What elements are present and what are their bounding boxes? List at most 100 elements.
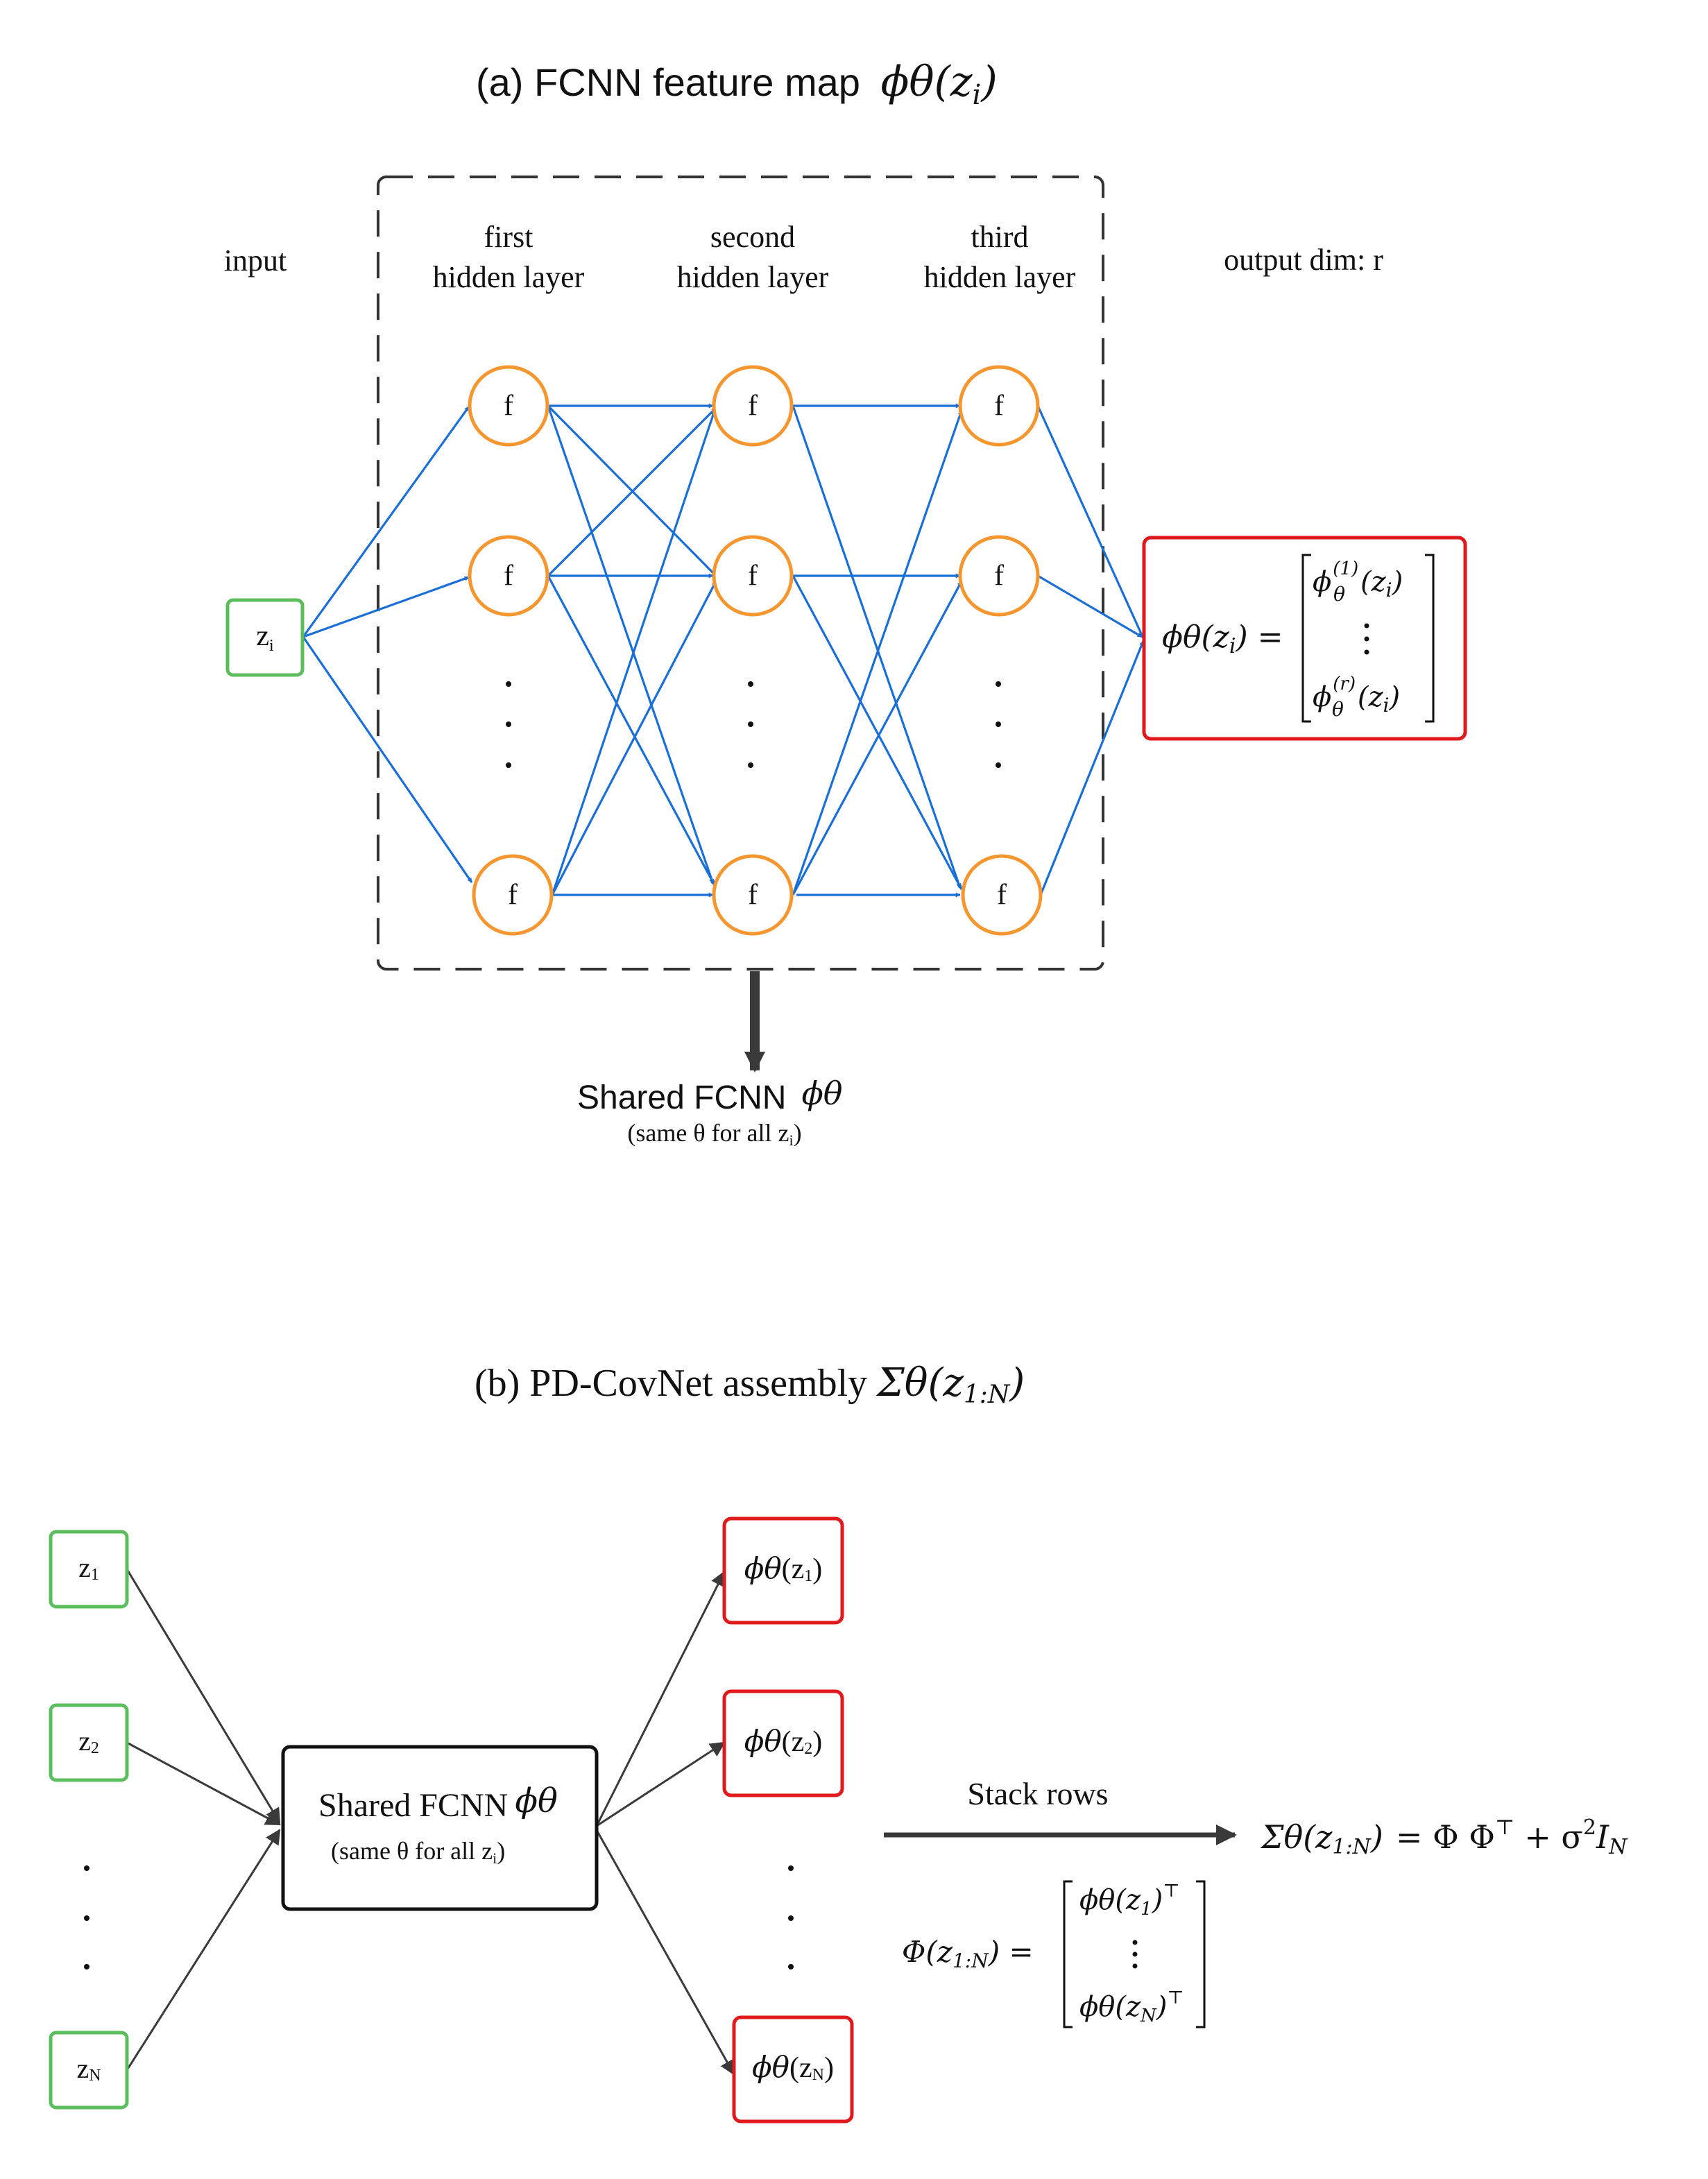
panel-b-title-math-close: ) [1009,1360,1025,1405]
sigma-plus: + σ [1524,1818,1583,1856]
output-2-close: ) [812,1726,822,1758]
input-z2-label: z2 [78,1725,99,1757]
center-note-sub: i [493,1849,497,1867]
l2-node-a-label: f [748,390,758,422]
output-n-close: ) [824,2052,834,2084]
l3-node-c [961,854,1043,936]
layer3-nodes: f f f [958,365,1043,936]
phi-matrix-right-bracket [1196,1880,1206,2028]
l2-ellipsis-dot1 [748,681,753,687]
panel-b-title-text: (b) PD-CovNet assembly [475,1362,867,1405]
phi-matrix-vdots-1 [1132,1940,1138,1945]
edge-l1a-l2c [547,405,715,885]
mat-bot-base: ϕθ(z [1079,1991,1141,2023]
center-note-base: (same θ for all z [331,1837,493,1865]
layer1-label-line2: hidden layer [433,260,585,294]
edge-l2b-l3c [792,575,963,890]
panel-a-title: (a) FCNN feature map ϕθ(zi) [476,58,998,111]
input-label: input [224,243,287,277]
edge-l3a-out [1036,405,1145,639]
vector-left-bracket [1301,554,1311,723]
vec-top-sub: θ [1333,583,1345,606]
center-fcnn-note: (same θ for all zi) [331,1837,505,1867]
mat-bot-sup: ⊤ [1167,1988,1184,2008]
shared-fcnn-math: ϕθ [801,1075,842,1112]
input-box-zn [49,2031,129,2110]
output-n-sub: N [812,2066,824,2084]
output-1-sub: 1 [804,1567,812,1585]
input-zn-sub: N [89,2067,101,2085]
output-feature-box [1142,536,1467,741]
input-z1-sub: 1 [91,1566,99,1584]
shared-fcnn-box [281,1745,599,1911]
l2-node-b-label: f [748,560,758,592]
edge-z2-center [126,1741,281,1826]
edge-l1c-l2a [551,410,716,896]
center-fcnn-math: ϕθ [515,1781,558,1820]
vec-bot-sub: θ [1332,698,1344,721]
center-fcnn-text: Shared FCNN [318,1787,508,1824]
l3-node-b [958,535,1040,617]
panel-b-title-math-sub: 1:N [964,1381,1011,1409]
sigma-rhs-sup: ⊤ [1495,1815,1514,1840]
input-z1-base: z [78,1552,91,1583]
layer2-label-line1: second [710,220,795,254]
panel-a-title-math-close: ) [980,58,997,106]
layer2-nodes: f f f [712,365,794,936]
sigma-lhs-sub: 1:N [1332,1835,1372,1859]
mat-top-sup: ⊤ [1163,1881,1179,1902]
mat-top-base: ϕθ(z [1079,1884,1141,1916]
vector-top-entry: ϕ(1)θ(zi) [1313,558,1403,606]
l3-node-a-label: f [994,390,1004,422]
l1-node-b [468,535,549,617]
l1-node-c-label: f [508,879,518,911]
output-lhs-close: ) = [1235,619,1283,655]
layer3-label-line2: hidden layer [924,260,1076,294]
edge-l1b-l2a [547,407,717,577]
phi-lhs-sub: 1:N [953,1949,989,1972]
phi-lhs-close: ) = [988,1935,1034,1969]
network-edges [302,403,1145,898]
l2-node-b [712,535,794,617]
sigma-I-sub: N [1608,1835,1628,1859]
output-2-arg: (z [782,1726,805,1758]
edge-l3c-out [1039,640,1145,896]
outputs-ellipsis-dot1 [788,1865,794,1871]
input-zn-label: zN [76,2053,101,2085]
sigma-rhs: = Φ Φ [1396,1818,1495,1856]
vector-right-bracket [1425,554,1435,723]
output-lhs-base: ϕθ(z [1162,619,1230,655]
layer1-label-line1: first [484,220,533,254]
input-node-base: z [256,620,269,652]
input-node-label: zi [256,620,274,655]
l2-node-c-label: f [748,879,758,911]
vec-top-phi: ϕ [1313,566,1331,598]
sigma-I: I [1596,1818,1609,1856]
vector-vdots-3 [1364,649,1369,655]
edge-l1b-l2c [547,575,716,886]
sigma-plus-sup: 2 [1583,1815,1596,1840]
edge-in-l1c [302,636,473,883]
sigma-lhs: Σθ(z [1260,1818,1333,1856]
edge-center-out1 [595,1571,726,1827]
mat-top-sub: 1 [1141,1899,1152,1920]
input-z1-label: z1 [78,1552,99,1584]
l2-node-c [712,854,794,936]
vec-top-arg-close: ) [1392,566,1403,598]
output-box-1 [722,1516,844,1625]
output-2-fn: ϕθ [744,1724,782,1758]
l2-ellipsis-dot3 [748,762,753,768]
edge-center-outn [595,1829,735,2076]
mat-bot-close: ) [1156,1991,1168,2023]
vector-vdots-2 [1364,636,1369,642]
edge-z1-center [126,1569,281,1824]
outputs-ellipsis-dot3 [788,1964,794,1969]
stack-rows-label: Stack rows [967,1776,1108,1811]
edge-center-out2 [596,1741,726,1827]
sigma-equation: Σθ(z1:N)= Φ Φ⊤+ σ2IN [1260,1815,1628,1859]
panel-a: (a) FCNN feature map ϕθ(zi) input first … [224,58,1467,1149]
